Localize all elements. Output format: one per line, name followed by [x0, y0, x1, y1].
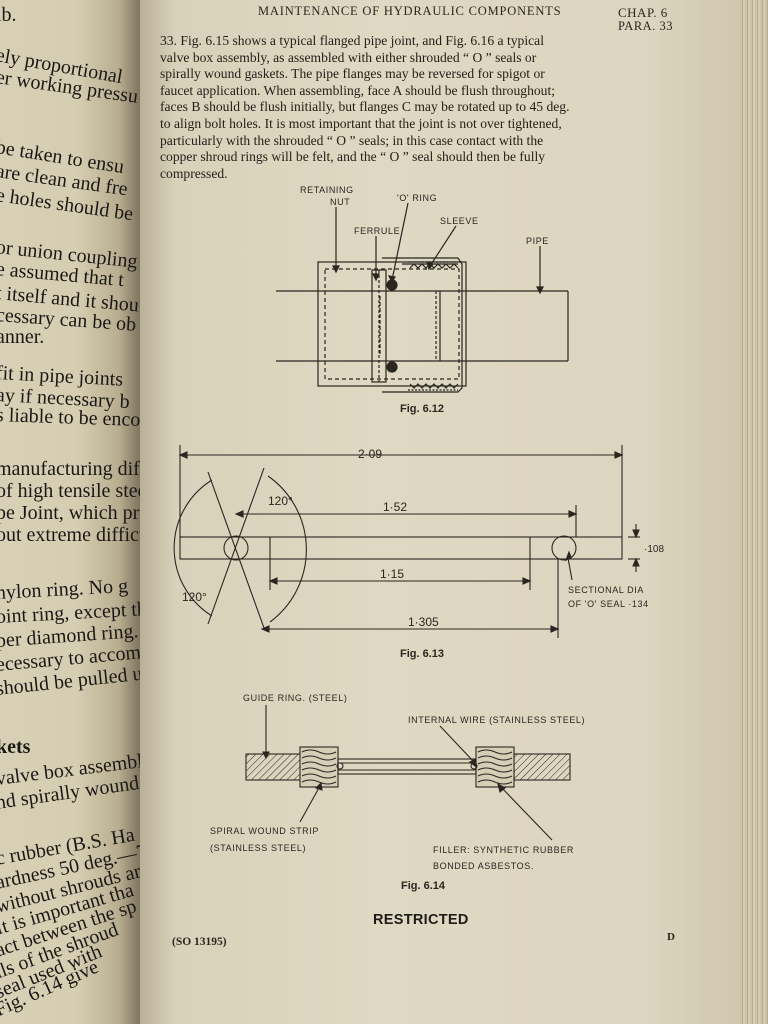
label-pipe: PIPE — [526, 236, 549, 246]
fig-6-14-caption: Fig. 6.14 — [401, 880, 446, 892]
left-heading-gaskets: kets — [0, 736, 31, 758]
left-line-15: manufacturing diffic — [0, 458, 140, 480]
label-spiral-2: (STAINLESS STEEL) — [210, 843, 306, 853]
angle-top: 120° — [268, 494, 293, 508]
chapter-label: CHAP. 6 — [618, 5, 668, 20]
label-sleeve: SLEEVE — [440, 216, 479, 226]
body-line: faucet application. When assembling, fac… — [160, 82, 556, 98]
fig-6-12-caption: Fig. 6.12 — [400, 403, 445, 415]
label-retaining-nut-1: RETAINING — [300, 185, 354, 195]
body-line: compressed. — [160, 165, 228, 181]
para-label: PARA. 33 — [618, 19, 673, 33]
paragraph-33: 33. Fig. 6.15 shows a typical flanged pi… — [160, 33, 688, 182]
left-page: lb. ely proportional er working pressu b… — [0, 0, 140, 1024]
dim-inner: 1·15 — [380, 567, 404, 581]
body-line: spirally wound gaskets. The pipe flanges… — [160, 66, 545, 82]
label-internal-wire: INTERNAL WIRE (STAINLESS STEEL) — [408, 715, 585, 725]
label-sectional-2: OF 'O' SEAL ·134 — [568, 599, 649, 609]
label-ferrule: FERRULE — [354, 226, 400, 236]
body-line: valve box assembly, as assembled with ei… — [160, 49, 537, 65]
body-line: particularly with the shrouded “ O ” sea… — [160, 132, 544, 148]
label-spiral-1: SPIRAL WOUND STRIP — [210, 826, 319, 836]
left-line-18: out extreme difficult — [0, 524, 140, 546]
dim-overall: 2·09 — [358, 447, 382, 461]
right-page: MAINTENANCE OF HYDRAULIC COMPONENTS CHAP… — [140, 0, 740, 1024]
dim-outer-centres: 1·52 — [383, 500, 407, 514]
left-line-11: anner. — [0, 326, 45, 348]
label-retaining-nut-2: NUT — [330, 197, 350, 207]
label-filler-1: FILLER: SYNTHETIC RUBBER — [433, 845, 574, 855]
body-line: 33. Fig. 6.15 shows a typical flanged pi… — [160, 33, 544, 48]
dim-mid: 1·305 — [408, 615, 439, 629]
fig-6-13-caption: Fig. 6.13 — [400, 648, 445, 660]
left-line-1: lb. — [0, 4, 17, 26]
label-sectional-1: SECTIONAL DIA — [568, 585, 644, 595]
label-filler-2: BONDED ASBESTOS. — [433, 861, 534, 871]
body-line: copper shroud rings will be felt, and th… — [160, 149, 546, 165]
left-line-14: s liable to be encoun — [0, 404, 140, 432]
body-line: faces B should be flush initially, but f… — [160, 99, 570, 115]
label-guide-ring: GUIDE RING. (STEEL) — [243, 693, 347, 703]
print-job-code: (SO 13195) — [172, 936, 227, 948]
left-line-16: of high tensile steel p — [0, 480, 140, 502]
label-o-ring: 'O' RING — [397, 193, 437, 203]
dim-thickness: ·108 — [644, 544, 664, 555]
angle-bottom: 120° — [182, 590, 207, 604]
running-header: MAINTENANCE OF HYDRAULIC COMPONENTS — [258, 4, 562, 18]
body-line: to align bolt holes. It is most importan… — [160, 115, 562, 131]
page-edges — [740, 0, 768, 1024]
left-line-17: pe Joint, which pr — [0, 502, 140, 524]
signature-letter: D — [667, 931, 675, 943]
restricted-marking: RESTRICTED — [373, 912, 469, 928]
